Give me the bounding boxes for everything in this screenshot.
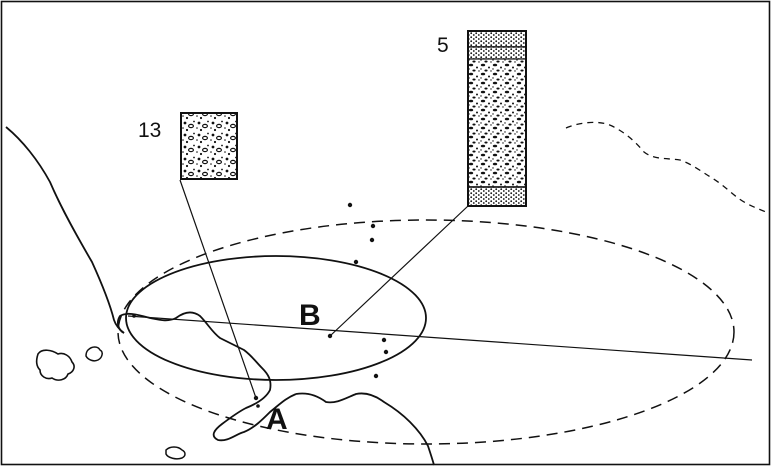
sample-dot	[370, 223, 376, 229]
peninsula-coast	[117, 311, 297, 442]
coastline-south	[295, 392, 435, 466]
sample-dot	[132, 314, 136, 318]
island-west-large	[35, 349, 75, 381]
sample-dot	[381, 337, 387, 343]
site-label-a: A	[266, 403, 288, 436]
coastline-west	[5, 126, 125, 334]
axis-line	[127, 315, 753, 361]
island-south	[165, 446, 186, 460]
sample-dot	[253, 395, 259, 401]
sample-dot	[256, 404, 260, 408]
core-column-13	[180, 112, 238, 180]
sample-dots	[132, 202, 389, 408]
sample-dot	[369, 237, 375, 243]
inner-zone-solid	[125, 255, 427, 381]
sample-dot	[327, 333, 333, 339]
sample-dot	[353, 259, 359, 265]
sample-dot	[383, 349, 389, 355]
outer-zone-dashed	[117, 219, 735, 445]
leader-line-13	[179, 179, 257, 399]
leader-line-5	[329, 205, 469, 337]
island-west-small	[85, 346, 103, 362]
core-column-5	[467, 30, 527, 207]
sample-dot	[347, 202, 353, 208]
site-label-b: B	[299, 299, 321, 332]
core-label-13: 13	[138, 119, 161, 142]
sample-dot	[373, 373, 379, 379]
coastline-northeast-dashed	[565, 121, 767, 213]
core-label-5: 5	[437, 34, 449, 57]
